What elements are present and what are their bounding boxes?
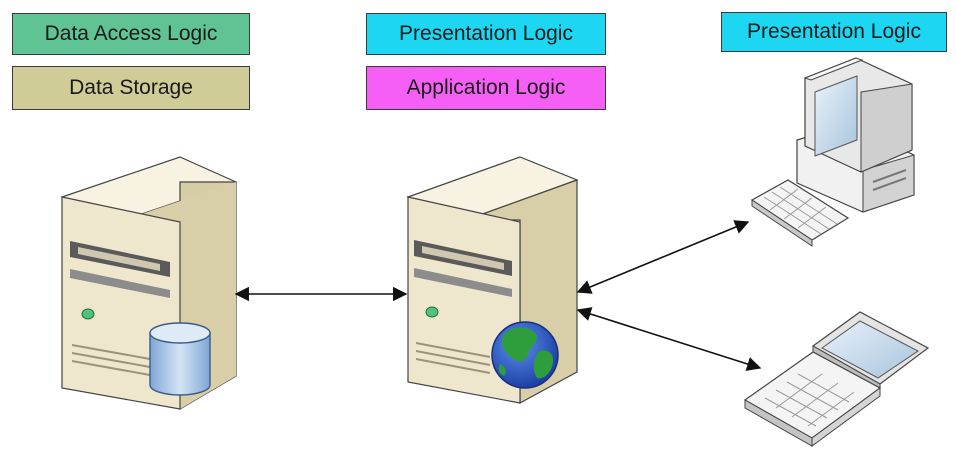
arrow-app-server-to-desktop [576,220,750,294]
arrow-app-server-to-laptop [576,307,762,371]
server-with-globe-icon [406,156,579,405]
application-logic-label: Application Logic [366,66,606,110]
data-access-logic-label: Data Access Logic [12,13,250,55]
desktop-computer-icon [750,57,915,247]
data-storage-label: Data Storage [12,66,250,110]
laptop-icon [743,311,930,447]
presentation-logic-client-label: Presentation Logic [721,12,947,52]
server-with-database-icon [60,156,238,411]
presentation-logic-server-label: Presentation Logic [366,13,606,55]
